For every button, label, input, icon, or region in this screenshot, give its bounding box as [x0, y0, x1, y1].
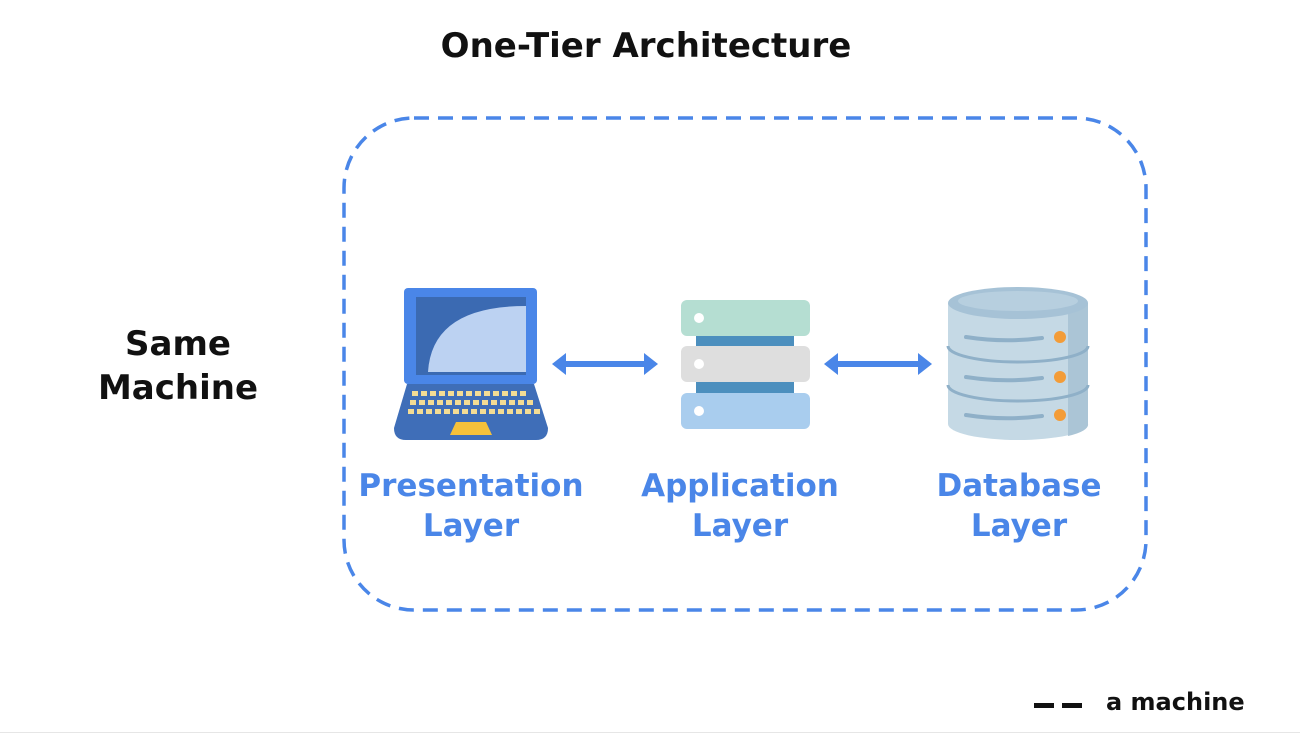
legend-dash-icon	[1034, 703, 1082, 708]
presentation-label-line2: Layer	[422, 508, 520, 544]
title-text: One-Tier Architecture	[440, 26, 852, 66]
laptop-icon	[394, 288, 548, 440]
bottom-divider	[0, 732, 1300, 733]
side-label-line1: Same	[125, 324, 231, 364]
application-label-line2: Layer	[691, 508, 789, 544]
side-label-line2: Machine	[97, 368, 259, 408]
side-label: Same Machine	[58, 322, 298, 410]
diagram-title: One-Tier Architecture	[0, 26, 1300, 66]
arrow-presentation-application	[552, 353, 658, 375]
presentation-label-line1: Presentation	[358, 468, 584, 504]
application-label-line1: Application	[641, 468, 839, 504]
database-icon	[946, 287, 1090, 440]
database-layer-label: Database Layer	[889, 466, 1149, 546]
legend-label: a machine	[1106, 688, 1245, 716]
database-label-line2: Layer	[970, 508, 1068, 544]
server-icon	[681, 300, 810, 429]
presentation-layer-label: Presentation Layer	[341, 466, 601, 546]
application-layer-label: Application Layer	[610, 466, 870, 546]
arrow-application-database	[824, 353, 932, 375]
database-label-line1: Database	[936, 468, 1102, 504]
machine-boundary	[342, 116, 1148, 612]
